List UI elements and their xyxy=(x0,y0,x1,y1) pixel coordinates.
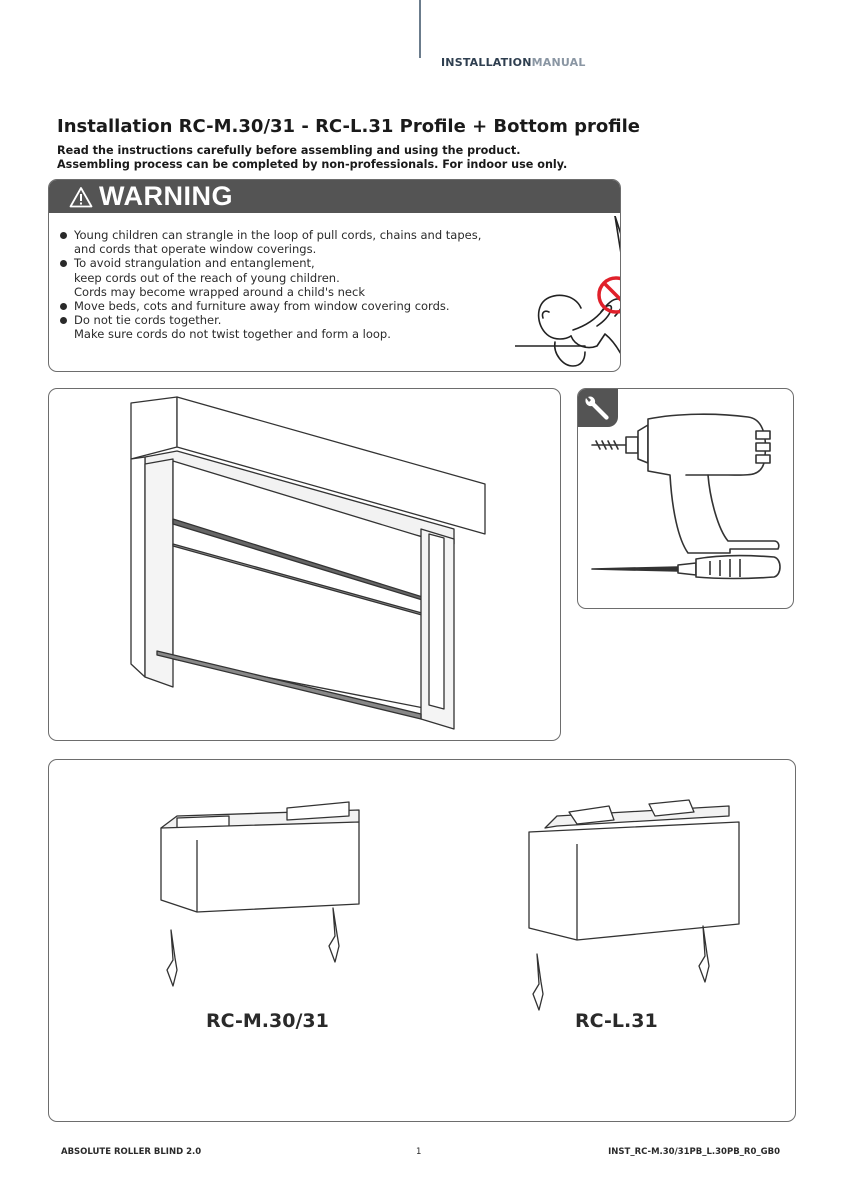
list-item: To avoid strangulation and entanglement,… xyxy=(58,256,481,299)
footer-page-number: 1 xyxy=(416,1147,422,1157)
warning-list: Young children can strangle in the loop … xyxy=(58,228,481,342)
footer-product: ABSOLUTE ROLLER BLIND 2.0 xyxy=(61,1147,202,1157)
drill-icon xyxy=(591,413,780,554)
cassette-profiles-panel xyxy=(48,759,796,1122)
list-item: Move beds, cots and furniture away from … xyxy=(58,299,481,313)
warning-header: WARNING xyxy=(49,180,620,213)
intro-line: Assembling process can be completed by n… xyxy=(57,158,568,171)
wrench-icon xyxy=(578,389,618,427)
label-rc-m-30-31: RC-M.30/31 xyxy=(206,1010,329,1032)
tools-panel xyxy=(577,388,794,609)
intro-line: Read the instructions carefully before a… xyxy=(57,144,521,157)
intro-text: Read the instructions carefully before a… xyxy=(57,144,567,172)
manual-header: INSTALLATIONMANUAL xyxy=(441,56,586,69)
cassette-profiles-illustration xyxy=(160,799,740,1011)
warning-triangle-icon xyxy=(69,186,93,208)
warning-box: WARNING Young children can strangle in t… xyxy=(48,179,621,372)
list-item: Do not tie cords together.Make sure cord… xyxy=(58,313,481,341)
header-divider xyxy=(419,0,421,58)
screwdriver-icon xyxy=(591,554,781,580)
no-child-cord-icon xyxy=(515,216,620,371)
blind-illustration-panel xyxy=(48,388,561,741)
warning-heading: WARNING xyxy=(99,181,233,211)
page-title: Installation RC-M.30/31 - RC-L.31 Profil… xyxy=(57,116,640,137)
footer-doc-code: INST_RC-M.30/31PB_L.30PB_R0_GB0 xyxy=(608,1147,780,1157)
list-item: Young children can strangle in the loop … xyxy=(58,228,481,256)
label-rc-l-31: RC-L.31 xyxy=(575,1010,658,1032)
roller-blind-illustration xyxy=(130,396,486,730)
